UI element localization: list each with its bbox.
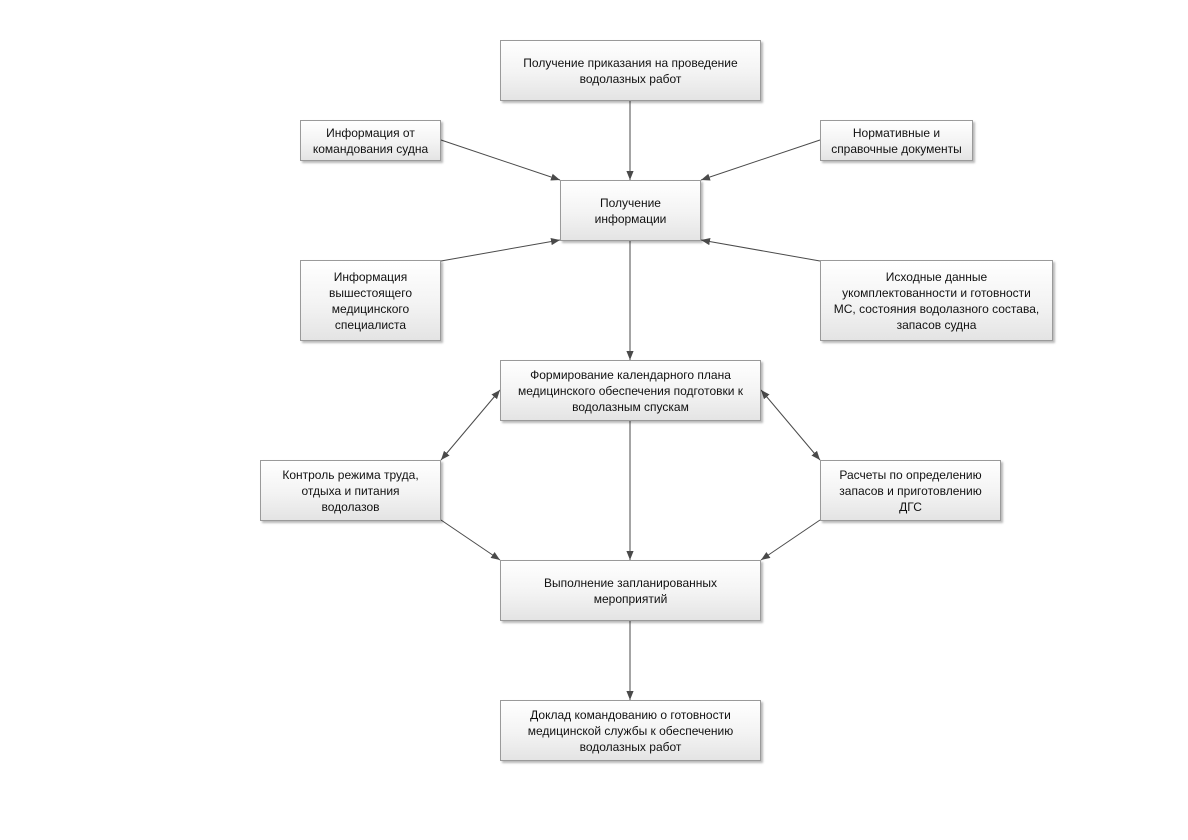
edge-command-to-get-info [440, 139, 561, 181]
node-control-regime: Контроль режима труда, отдыха и питания … [260, 460, 441, 521]
node-report: Доклад командованию о готовности медицин… [500, 700, 761, 761]
node-initial-data: Исходные данные укомплектованности и гот… [820, 260, 1053, 341]
node-normative-docs: Нормативные и справочные документы [820, 120, 973, 161]
node-execution-label: Выполнение запланированных мероприятий [544, 575, 717, 606]
node-info-command: Информация от командования судна [300, 120, 441, 161]
node-report-label: Доклад командованию о готовности медицин… [527, 707, 734, 754]
node-get-info-label: Получение информации [594, 195, 667, 226]
node-initial-data-label: Исходные данные укомплектованности и гот… [833, 269, 1040, 332]
node-info-superior: Информация вышестоящего медицинского спе… [300, 260, 441, 341]
edge-plan-control-bidirectional [440, 389, 501, 461]
node-calculations-label: Расчеты по определению запасов и пригото… [839, 467, 982, 514]
node-info-command-label: Информация от командования судна [312, 125, 429, 156]
edge-normative-to-get-info [700, 139, 821, 181]
edge-calculations-to-execution [760, 519, 821, 561]
node-info-superior-label: Информация вышестоящего медицинского спе… [328, 269, 413, 332]
edge-plan-calculations-bidirectional [760, 389, 821, 461]
edge-initial-data-to-get-info [700, 238, 821, 262]
node-plan: Формирование календарного плана медицинс… [500, 360, 761, 421]
node-normative-docs-label: Нормативные и справочные документы [831, 125, 962, 156]
edge-control-to-execution [440, 519, 501, 561]
node-calculations: Расчеты по определению запасов и пригото… [820, 460, 1001, 521]
node-get-info: Получение информации [560, 180, 701, 241]
node-control-regime-label: Контроль режима труда, отдыха и питания … [282, 467, 419, 514]
node-execution: Выполнение запланированных мероприятий [500, 560, 761, 621]
node-order-label: Получение приказания на проведение водол… [523, 55, 738, 86]
node-plan-label: Формирование календарного плана медицинс… [517, 367, 744, 414]
edge-superior-to-get-info [440, 238, 561, 262]
node-order: Получение приказания на проведение водол… [500, 40, 761, 101]
